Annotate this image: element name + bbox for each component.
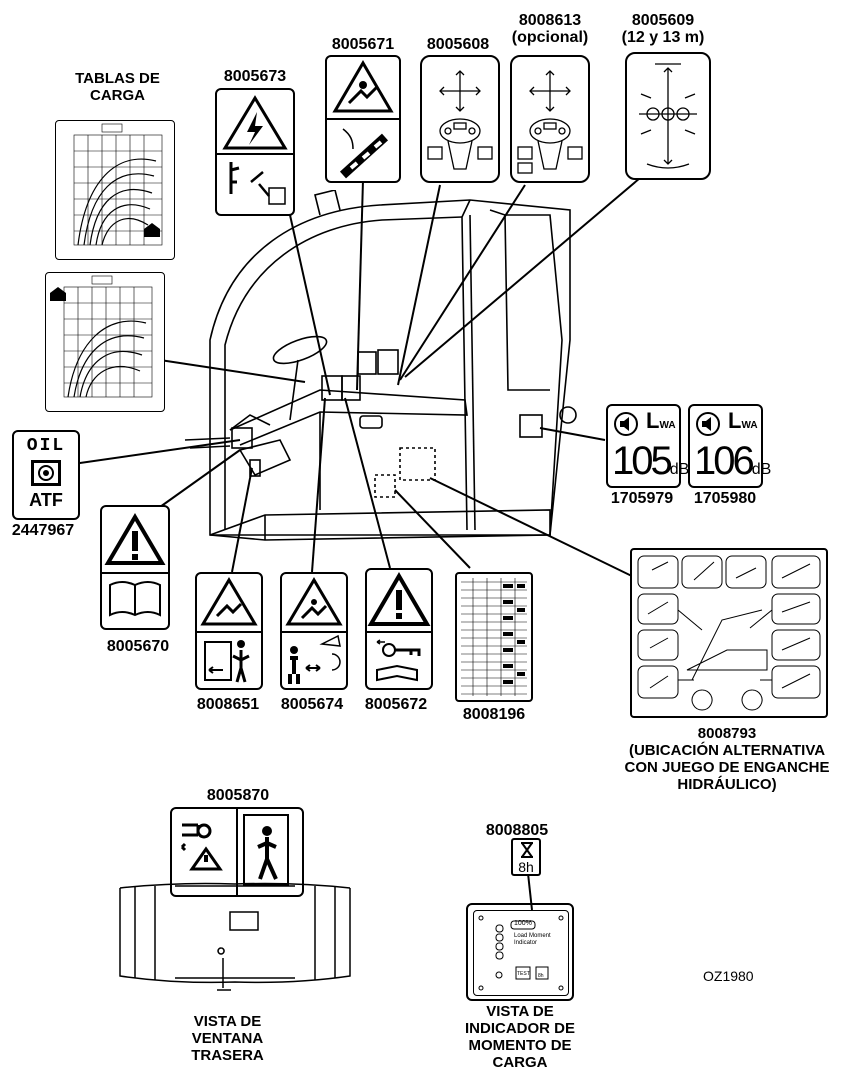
decal-1705980: LWA 106dB bbox=[688, 404, 763, 488]
label-1705980: 1705980 bbox=[685, 490, 765, 507]
decal-8008651 bbox=[195, 572, 263, 690]
label-2447967: 2447967 bbox=[3, 522, 83, 539]
decal-8008793 bbox=[630, 548, 828, 718]
oil-text: OIL bbox=[14, 436, 78, 456]
drawing-id: OZ1980 bbox=[703, 968, 754, 984]
label-8008196: 8008196 bbox=[454, 706, 534, 723]
decal-2447967: OIL ATF bbox=[12, 430, 80, 520]
speaker-icon bbox=[695, 411, 721, 437]
decal-8005608 bbox=[420, 55, 500, 183]
label-8005609: 8005609 (12 y 13 m) bbox=[613, 12, 713, 46]
label-vista-indicador: VISTA DE INDICADOR DE MOMENTO DE CARGA bbox=[440, 1003, 600, 1071]
decal-8005670 bbox=[100, 505, 170, 630]
lmi-title: Load Moment Indicator bbox=[514, 933, 551, 947]
load-chart-2 bbox=[45, 272, 165, 412]
label-8005673: 8005673 bbox=[215, 68, 295, 85]
rear-window-drawing bbox=[115, 878, 355, 998]
label-8005672: 8005672 bbox=[356, 696, 436, 713]
label-vista-ventana: VISTA DE VENTANA TRASERA bbox=[170, 1013, 285, 1064]
lmi-percent: 100% bbox=[514, 920, 532, 927]
noise-level-105: 105dB bbox=[612, 440, 689, 491]
decal-8008805: 8h bbox=[511, 838, 541, 876]
decal-8005609 bbox=[625, 52, 711, 180]
label-8008613: 8008613 (opcional) bbox=[500, 12, 600, 46]
label-8005608: 8005608 bbox=[418, 36, 498, 53]
lmi-test-button: TEST bbox=[517, 971, 530, 977]
label-8008805: 8008805 bbox=[477, 822, 557, 839]
lwa-symbol: LWA bbox=[728, 408, 758, 434]
decal-8005672 bbox=[365, 568, 433, 690]
hourglass-icon bbox=[520, 842, 534, 858]
hour-text: 8h bbox=[513, 859, 539, 875]
lwa-symbol: LWA bbox=[646, 408, 676, 434]
decal-8008196 bbox=[455, 572, 533, 702]
speaker-icon bbox=[613, 411, 639, 437]
decal-1705979: LWA 105dB bbox=[606, 404, 681, 488]
decal-8008613 bbox=[510, 55, 590, 183]
decal-8005673 bbox=[215, 88, 295, 216]
label-tablas-de-carga: TABLAS DE CARGA bbox=[60, 70, 175, 104]
decal-8005674 bbox=[280, 572, 348, 690]
atf-text: ATF bbox=[14, 490, 78, 511]
label-8005671: 8005671 bbox=[323, 36, 403, 53]
label-8005674: 8005674 bbox=[272, 696, 352, 713]
label-1705979: 1705979 bbox=[602, 490, 682, 507]
lmi-hour-label: 8h bbox=[538, 973, 544, 979]
filler-icon bbox=[31, 460, 61, 486]
label-8005870: 8005870 bbox=[198, 787, 278, 804]
load-moment-indicator: 100% Load Moment Indicator TEST 8h bbox=[466, 903, 574, 1001]
load-chart-1 bbox=[55, 120, 175, 260]
label-8008793: 8008793 (UBICACIÓN ALTERNATIVA CON JUEGO… bbox=[612, 725, 842, 793]
decal-8005671 bbox=[325, 55, 401, 183]
noise-level-106: 106dB bbox=[694, 440, 771, 491]
label-8005670: 8005670 bbox=[98, 638, 178, 655]
label-8008651: 8008651 bbox=[188, 696, 268, 713]
